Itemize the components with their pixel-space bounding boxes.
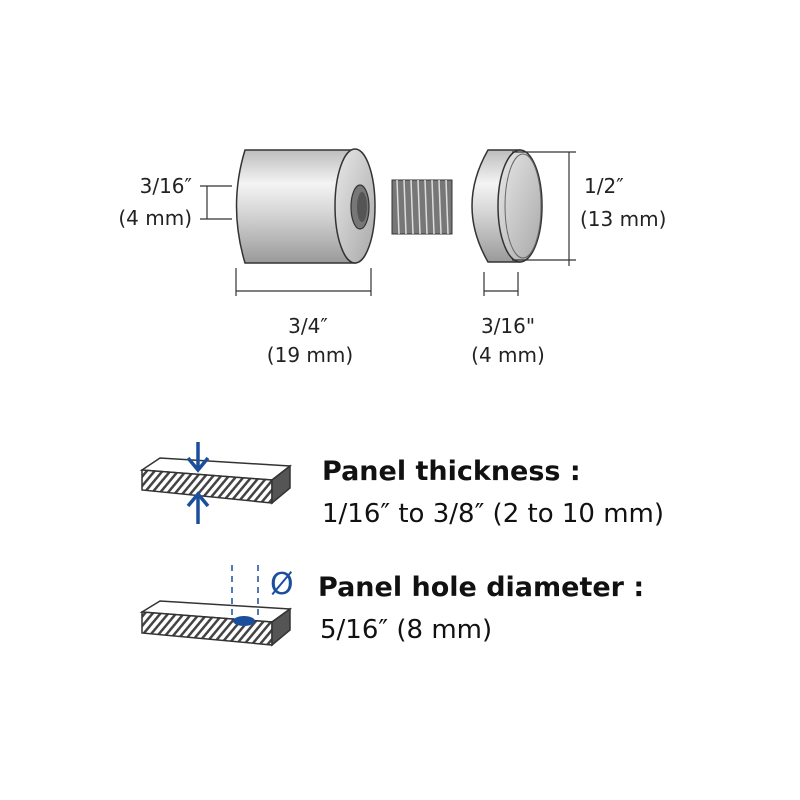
panel-hole-label: Panel hole diameter : [318, 572, 644, 603]
hole-depth-imperial: 3/16″ [140, 174, 192, 198]
barrel-length-imperial: 3/4″ [288, 314, 328, 338]
diameter-imperial: 1/2″ [584, 174, 624, 198]
screw-thread [391, 179, 453, 235]
barrel-length-metric: (19 mm) [267, 343, 353, 367]
panel-hole-value: 5/16″ (8 mm) [320, 615, 492, 645]
panel-thickness-value: 1/16″ to 3/8″ (2 to 10 mm) [322, 499, 664, 529]
cap-thickness-metric: (4 mm) [471, 343, 545, 367]
panel-hole-icon [139, 565, 293, 647]
dimension-lines [200, 151, 576, 296]
panel-thickness-icon [139, 442, 293, 524]
diameter-metric: (13 mm) [580, 207, 666, 231]
panel-thickness-label: Panel thickness : [322, 456, 581, 487]
diameter-symbol-icon: Ø [270, 567, 294, 602]
cap-thickness-imperial: 3/16" [481, 314, 535, 338]
cap [471, 149, 543, 263]
hole-depth-metric: (4 mm) [118, 206, 192, 230]
barrel [235, 148, 376, 264]
